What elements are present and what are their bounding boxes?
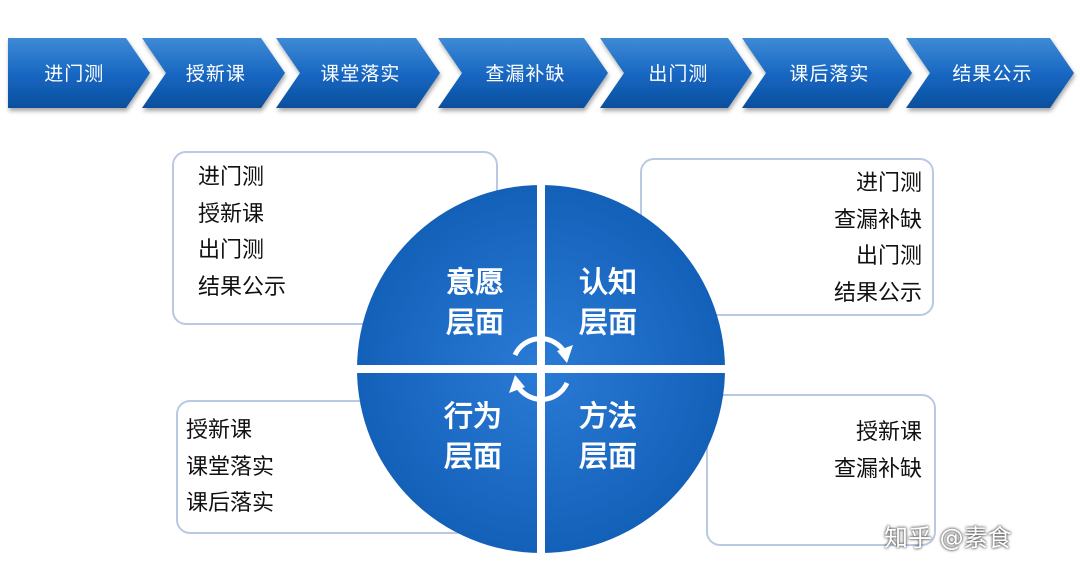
list-item: 进门测 bbox=[198, 165, 265, 190]
process-chevron bbox=[600, 38, 752, 108]
bottom-right-list: 授新课 查漏补缺 bbox=[834, 415, 922, 488]
list-item: 课后落实 bbox=[186, 491, 275, 516]
zhihu-watermark: 知乎 @素食 bbox=[884, 524, 1012, 552]
process-step-label: 课堂落实 bbox=[320, 62, 401, 85]
list-item: 查漏补缺 bbox=[833, 207, 922, 233]
top-left-list: 进门测 授新课 出门测 结果公示 bbox=[198, 160, 286, 306]
quadrant-wheel bbox=[355, 183, 727, 555]
process-step-label: 课后落实 bbox=[789, 62, 870, 85]
cycle-arrows-icon bbox=[512, 336, 570, 402]
list-item: 结果公示 bbox=[198, 274, 287, 300]
list-item: 出门测 bbox=[198, 238, 265, 263]
process-chevron bbox=[276, 38, 440, 108]
list-item: 授新课 bbox=[186, 418, 253, 443]
bottom-right-box bbox=[706, 394, 936, 546]
cycle-arrow-head bbox=[509, 375, 525, 393]
quadrant-label-bottom-right: 方法层面 bbox=[578, 399, 637, 473]
quadrant-label-top-left: 意愿层面 bbox=[445, 265, 504, 339]
list-item: 结果公示 bbox=[833, 280, 922, 306]
list-item: 查漏补缺 bbox=[833, 456, 922, 482]
quadrant-label-top-right: 认知层面 bbox=[578, 265, 637, 339]
top-right-list: 进门测 查漏补缺 出门测 结果公示 bbox=[834, 166, 922, 312]
cycle-arrow-head bbox=[557, 345, 573, 363]
process-chevron bbox=[438, 38, 608, 108]
list-item: 出门测 bbox=[855, 244, 922, 269]
process-chevron bbox=[742, 38, 912, 108]
process-step-label: 授新课 bbox=[185, 62, 246, 85]
process-step-label: 出门测 bbox=[648, 62, 709, 85]
list-item: 授新课 bbox=[855, 420, 922, 445]
process-step-label: 查漏补缺 bbox=[485, 62, 566, 85]
list-item: 授新课 bbox=[198, 201, 265, 227]
quadrant-label-bottom-left: 行为层面 bbox=[443, 399, 502, 473]
process-step-label: 进门测 bbox=[44, 62, 105, 85]
process-chevron bbox=[906, 38, 1074, 108]
process-chevron bbox=[142, 38, 285, 108]
list-item: 进门测 bbox=[855, 171, 922, 196]
bottom-left-list: 授新课 课堂落实 课后落实 bbox=[186, 413, 274, 523]
process-flow-bar bbox=[8, 38, 1074, 108]
list-item: 课堂落实 bbox=[186, 454, 275, 480]
process-step-label: 结果公示 bbox=[952, 62, 1033, 85]
process-chevron bbox=[8, 38, 150, 108]
